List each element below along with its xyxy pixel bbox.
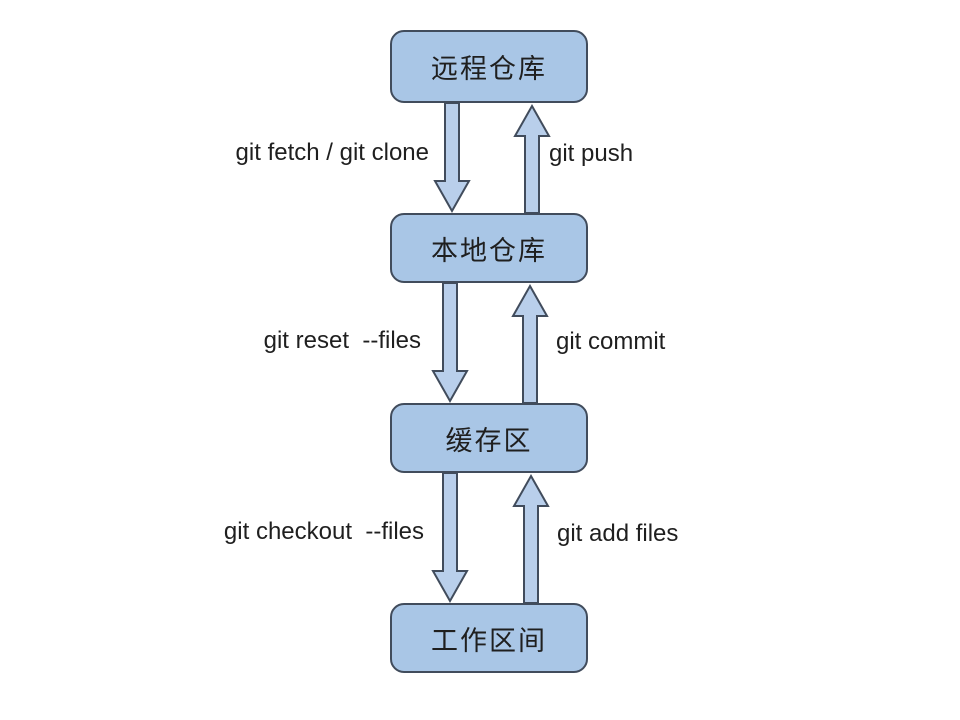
node-working-dir: 工作区间 bbox=[390, 603, 588, 673]
node-working-dir-label: 工作区间 bbox=[431, 625, 547, 657]
edge-label-fetch-clone: git fetch / git clone bbox=[235, 139, 429, 166]
arrow-up-add bbox=[512, 473, 550, 604]
arrow-up-push bbox=[513, 103, 551, 214]
arrow-up-commit bbox=[511, 283, 549, 404]
node-staging-area: 缓存区 bbox=[390, 403, 588, 473]
edge-label-commit: git commit bbox=[556, 328, 666, 355]
node-local-repo-label: 本地仓库 bbox=[431, 235, 547, 267]
edge-label-add: git add files bbox=[557, 520, 679, 547]
edge-label-push: git push bbox=[549, 140, 634, 167]
arrow-down-reset bbox=[431, 282, 469, 404]
node-remote-repo: 远程仓库 bbox=[390, 30, 588, 103]
edge-label-reset: git reset --files bbox=[263, 327, 421, 354]
node-staging-area-label: 缓存区 bbox=[445, 425, 533, 457]
arrow-down-checkout bbox=[431, 472, 469, 604]
edge-label-checkout: git checkout --files bbox=[223, 518, 424, 545]
arrow-down-fetch-clone bbox=[433, 102, 471, 214]
node-remote-repo-label: 远程仓库 bbox=[431, 54, 547, 85]
node-local-repo: 本地仓库 bbox=[390, 213, 588, 283]
